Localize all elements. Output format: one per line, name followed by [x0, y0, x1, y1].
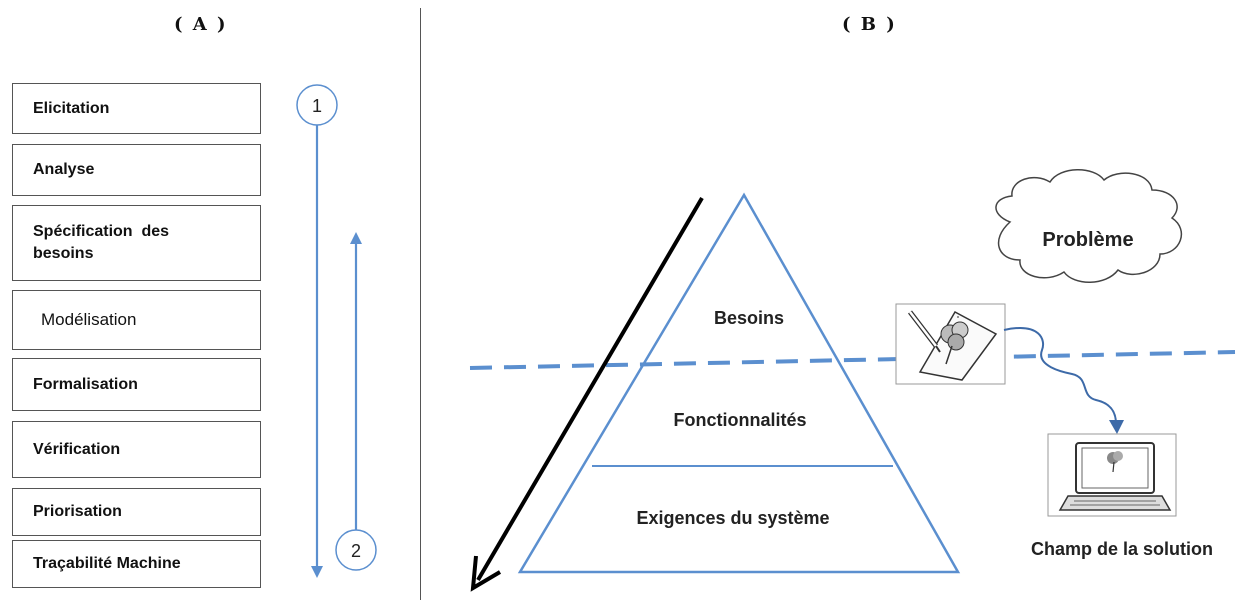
sketch-icon [895, 303, 1006, 385]
step-circle-2-label: 2 [351, 541, 361, 561]
problem-cloud [995, 169, 1183, 283]
pyramid [517, 192, 961, 574]
panel-a-title: ( A ) [174, 14, 228, 35]
step-circle-2 [335, 529, 377, 571]
problem-label: Problème [1042, 229, 1133, 251]
solution-label: Champ de la solution [1031, 539, 1213, 559]
step-label: Modélisation [41, 310, 137, 329]
step-label: Vérification [33, 440, 121, 458]
step-label: Traçabilité Machine [33, 555, 181, 572]
pyramid-label-top: Besoins [714, 308, 784, 328]
step-priorisation: Priorisation [12, 488, 261, 536]
sketch-to-solution-connector [1003, 327, 1117, 425]
laptop-icon [1047, 433, 1177, 517]
step-label: Priorisation [33, 503, 122, 520]
step-analyse: Analyse [12, 144, 261, 196]
pyramid-label-bottom: Exigences du système [636, 508, 829, 528]
step-elicitation: Elicitation [12, 83, 261, 134]
step-specification: Spécification des besoins [12, 205, 261, 281]
step-label: Formalisation [33, 375, 138, 393]
refinement-arrow [476, 196, 704, 582]
refinement-arrowhead [470, 555, 502, 592]
step-verification: Vérification [12, 421, 261, 478]
problem-solution-boundary [469, 350, 1236, 370]
pyramid-label-middle: Fonctionnalités [673, 410, 806, 430]
step-modelisation: Modélisation [12, 290, 261, 350]
step-circle-1-label: 1 [312, 96, 322, 116]
down-arrowhead [311, 566, 323, 578]
step-formalisation: Formalisation [12, 358, 261, 411]
panel-divider [420, 8, 421, 600]
step-label: Elicitation [33, 99, 110, 117]
up-arrowhead [350, 232, 362, 244]
step-tracabilite: Traçabilité Machine [12, 540, 261, 588]
step-circle-1 [296, 84, 338, 126]
step-label: Analyse [33, 161, 95, 178]
step-label: Spécification des besoins [33, 223, 174, 262]
panel-b-title: ( B ) [842, 14, 897, 35]
connector-arrowhead [1109, 420, 1124, 434]
